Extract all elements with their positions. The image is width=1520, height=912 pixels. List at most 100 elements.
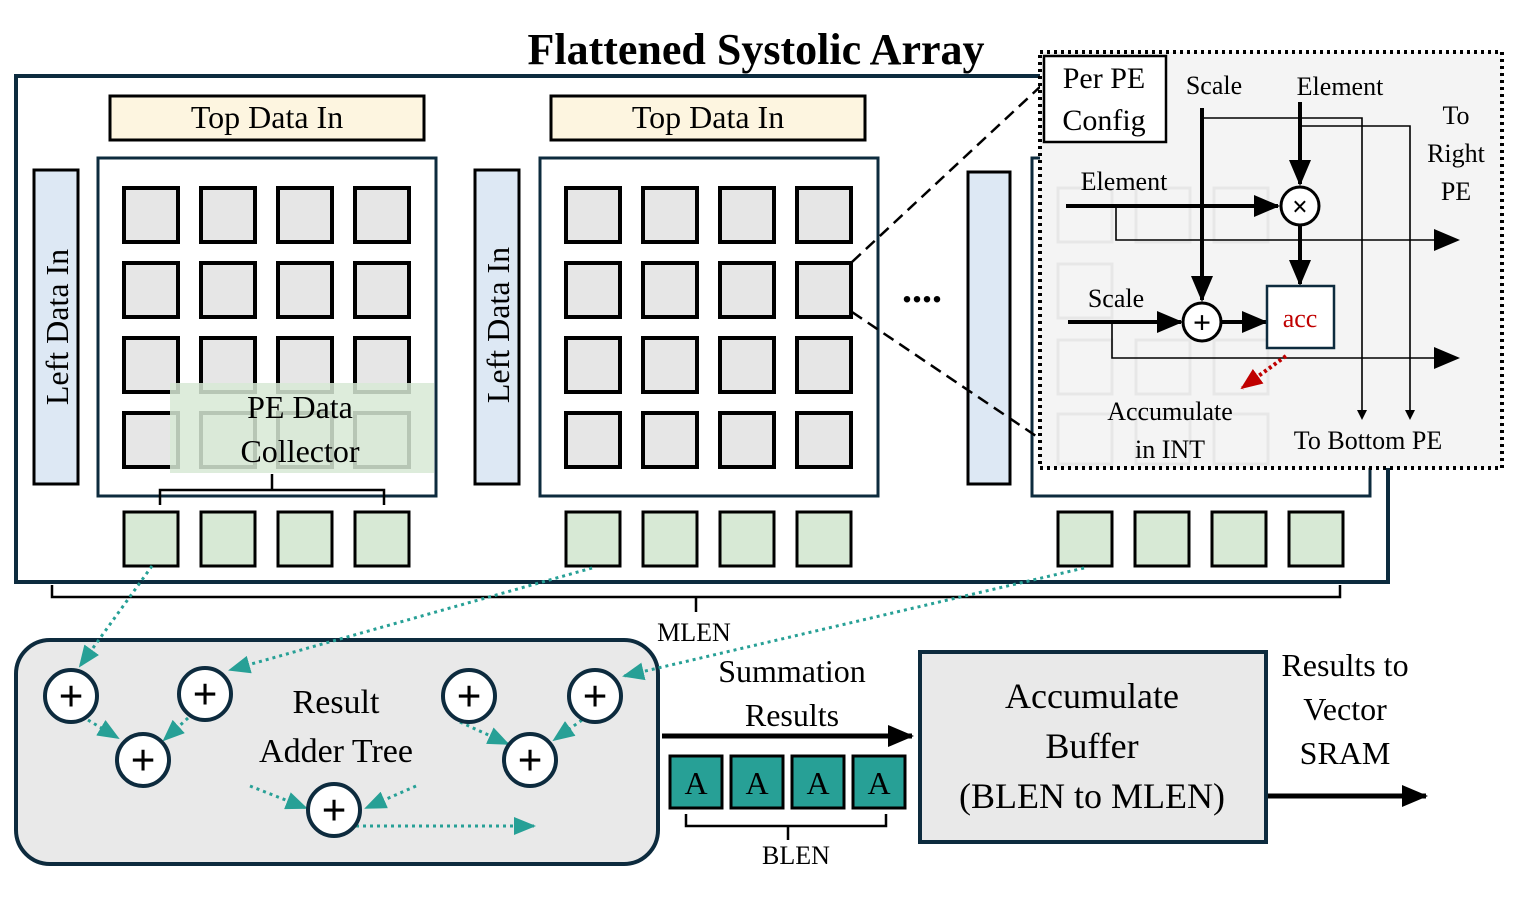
collector-cell [718,510,776,568]
pe-cell [564,336,622,394]
pe-cell [718,186,776,244]
plus-icon: + [517,736,542,785]
results-to-sram-label: SRAM [1300,735,1391,771]
pe-cell [564,186,622,244]
pe-cell [276,261,334,319]
acc-register [1265,284,1336,350]
pe-array-block-2: Top Data In Left Data In [473,94,880,568]
pe-array-block-1: Top Data In Left Data In PE Data Collect… [32,94,438,568]
pe-array-block-3 [966,156,1372,568]
zoom-line [851,310,1043,442]
pe-cell [795,186,853,244]
blen-label: BLEN [762,841,830,870]
mlen-brace [50,585,1342,612]
zoom-line [851,84,1043,263]
collector-cells [564,510,853,568]
adder-node: + [567,668,623,724]
plus-icon: + [58,672,83,721]
a-register: A [851,754,907,810]
collector-cell [1056,510,1114,568]
a-register-label: A [867,765,890,801]
pe-cell [122,261,180,319]
a-register: A [729,754,785,810]
results-to-sram-label: Results to [1281,647,1408,683]
top-data-in-box [108,94,426,142]
pe-cell [795,336,853,394]
scale-top-label: Scale [1186,71,1242,100]
summation-results-label: Summation [718,653,866,689]
collector-cell [564,510,622,568]
scale-pass-wire [1202,117,1367,420]
left-data-in-box [473,168,521,486]
collector-cell [1133,510,1191,568]
adder-node: + [502,732,558,788]
pe-cell [564,411,622,469]
pe-cell [276,186,334,244]
pe-data-collector-label: PE Data [247,389,353,425]
pe-grid [564,186,853,469]
pe-cell [122,186,180,244]
pe-cell [795,261,853,319]
multiply-operator [1279,185,1321,227]
to-bottom-pe-label: To Bottom PE [1294,426,1442,455]
pe-cell [199,261,257,319]
pe-cell [641,411,699,469]
element-right-wire [1115,206,1460,251]
tree-edge [162,716,190,742]
blen-brace [684,814,888,840]
a-register: A [790,754,846,810]
pe-cell [795,411,853,469]
faded-pe-grid [1056,186,1270,466]
results-to-sram-label: Vector [1303,691,1387,727]
collector-cell [1210,510,1268,568]
accumulate-buffer-label: Buffer [1045,726,1138,766]
tree-edge [87,718,120,740]
pe-grid-frame [96,156,438,498]
collector-cell [122,510,180,568]
collector-to-adder-arrow [622,566,1085,681]
scale-left-label: Scale [1088,284,1144,313]
to-right-pe-label: To [1442,101,1469,130]
multiply-icon: × [1292,192,1308,223]
ellipsis: .... [902,266,942,311]
scale-right-wire [1111,322,1460,369]
pe-cell [199,186,257,244]
diagram-title: Flattened Systolic Array [527,25,984,74]
a-register-label: A [684,765,707,801]
pe-data-collector-label: Collector [240,433,359,469]
element-top-label: Element [1297,72,1384,101]
to-right-pe-label: PE [1441,177,1471,206]
pe-cell [718,411,776,469]
pe-cell [641,186,699,244]
plus-icon: + [456,672,481,721]
pe-cell [353,261,411,319]
element-pass-wire [1300,125,1415,420]
a-register: A [668,754,724,810]
to-right-pe-label: Right [1427,139,1486,168]
a-register-label: A [806,765,829,801]
pe-cell [353,186,411,244]
pe-cell [718,336,776,394]
adder-tree-label: Result [293,684,380,721]
a-register-label: A [745,765,768,801]
pe-cell [122,411,180,469]
adder-tree-label: Adder Tree [259,733,413,770]
per-pe-config-title: Per PE [1063,62,1146,95]
collector-cell [795,510,853,568]
adder-node: + [177,666,233,722]
accumulate-buffer-box [918,650,1268,844]
pe-cell [641,336,699,394]
pe-cell [122,336,180,394]
top-data-in-label: Top Data In [191,99,343,135]
element-left-label: Element [1081,167,1168,196]
mlen-label: MLEN [657,618,731,647]
left-data-in-label: Left Data In [39,249,75,405]
pe-grid-frame [538,156,880,498]
tree-edge [459,720,510,746]
tree-edge [552,718,583,742]
accumulate-int-label: in INT [1135,435,1205,464]
acc-label: acc [1283,304,1318,333]
top-data-in-label: Top Data In [632,99,784,135]
collector-cells [122,510,411,568]
